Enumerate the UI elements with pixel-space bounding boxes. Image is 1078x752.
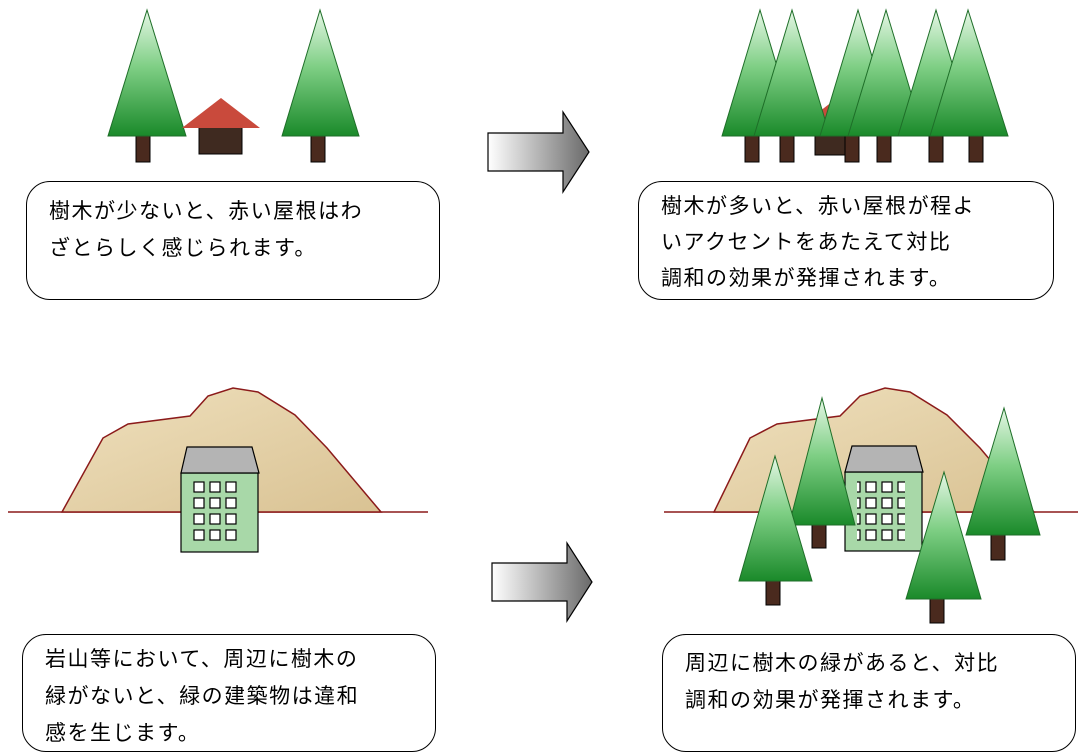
caption-with-greenery: 周辺に樹木の緑があると、対比 調和の効果が発揮されます。 <box>662 634 1076 752</box>
tree <box>788 396 856 549</box>
tree <box>738 454 813 606</box>
tree <box>281 8 360 163</box>
green-building <box>844 445 924 552</box>
red-roof-cabin <box>182 98 260 155</box>
caption-line: 調和の効果が発揮されます。 <box>661 266 952 290</box>
panel-no-greenery-scene <box>8 387 428 553</box>
tree <box>753 8 831 163</box>
tree <box>905 470 982 624</box>
panel-with-greenery-scene <box>664 387 1078 624</box>
caption-line: 感を生じます。 <box>45 721 201 745</box>
caption-line: 緑がないと、緑の建築物は違和 <box>45 684 360 708</box>
caption-line: 樹木が少ないと、赤い屋根はわ <box>49 199 364 223</box>
caption-line: 調和の効果が発揮されます。 <box>685 688 976 712</box>
caption-line: いアクセントをあたえて対比 <box>661 230 952 254</box>
caption-line: ざとらしく感じられます。 <box>49 236 317 260</box>
tree <box>107 8 187 163</box>
caption-few-trees: 樹木が少ないと、赤い屋根はわ ざとらしく感じられます。 <box>26 181 440 300</box>
panel-many-trees-scene <box>721 8 1009 163</box>
green-building <box>180 446 260 553</box>
caption-line: 周辺に樹木の緑があると、対比 <box>685 651 1000 675</box>
caption-line: 岩山等において、周辺に樹木の <box>45 647 359 671</box>
caption-no-greenery: 岩山等において、周辺に樹木の 緑がないと、緑の建築物は違和 感を生じます。 <box>22 634 436 752</box>
right-arrow-icon <box>491 540 593 624</box>
right-arrow-icon <box>487 109 590 195</box>
tree <box>929 8 1009 163</box>
panel-few-trees-scene <box>107 8 360 163</box>
caption-line: 樹木が多いと、赤い屋根が程よ <box>661 194 976 218</box>
tree <box>965 406 1041 561</box>
tree <box>847 8 925 163</box>
caption-many-trees: 樹木が多いと、赤い屋根が程よ いアクセントをあたえて対比 調和の効果が発揮されま… <box>638 181 1054 300</box>
